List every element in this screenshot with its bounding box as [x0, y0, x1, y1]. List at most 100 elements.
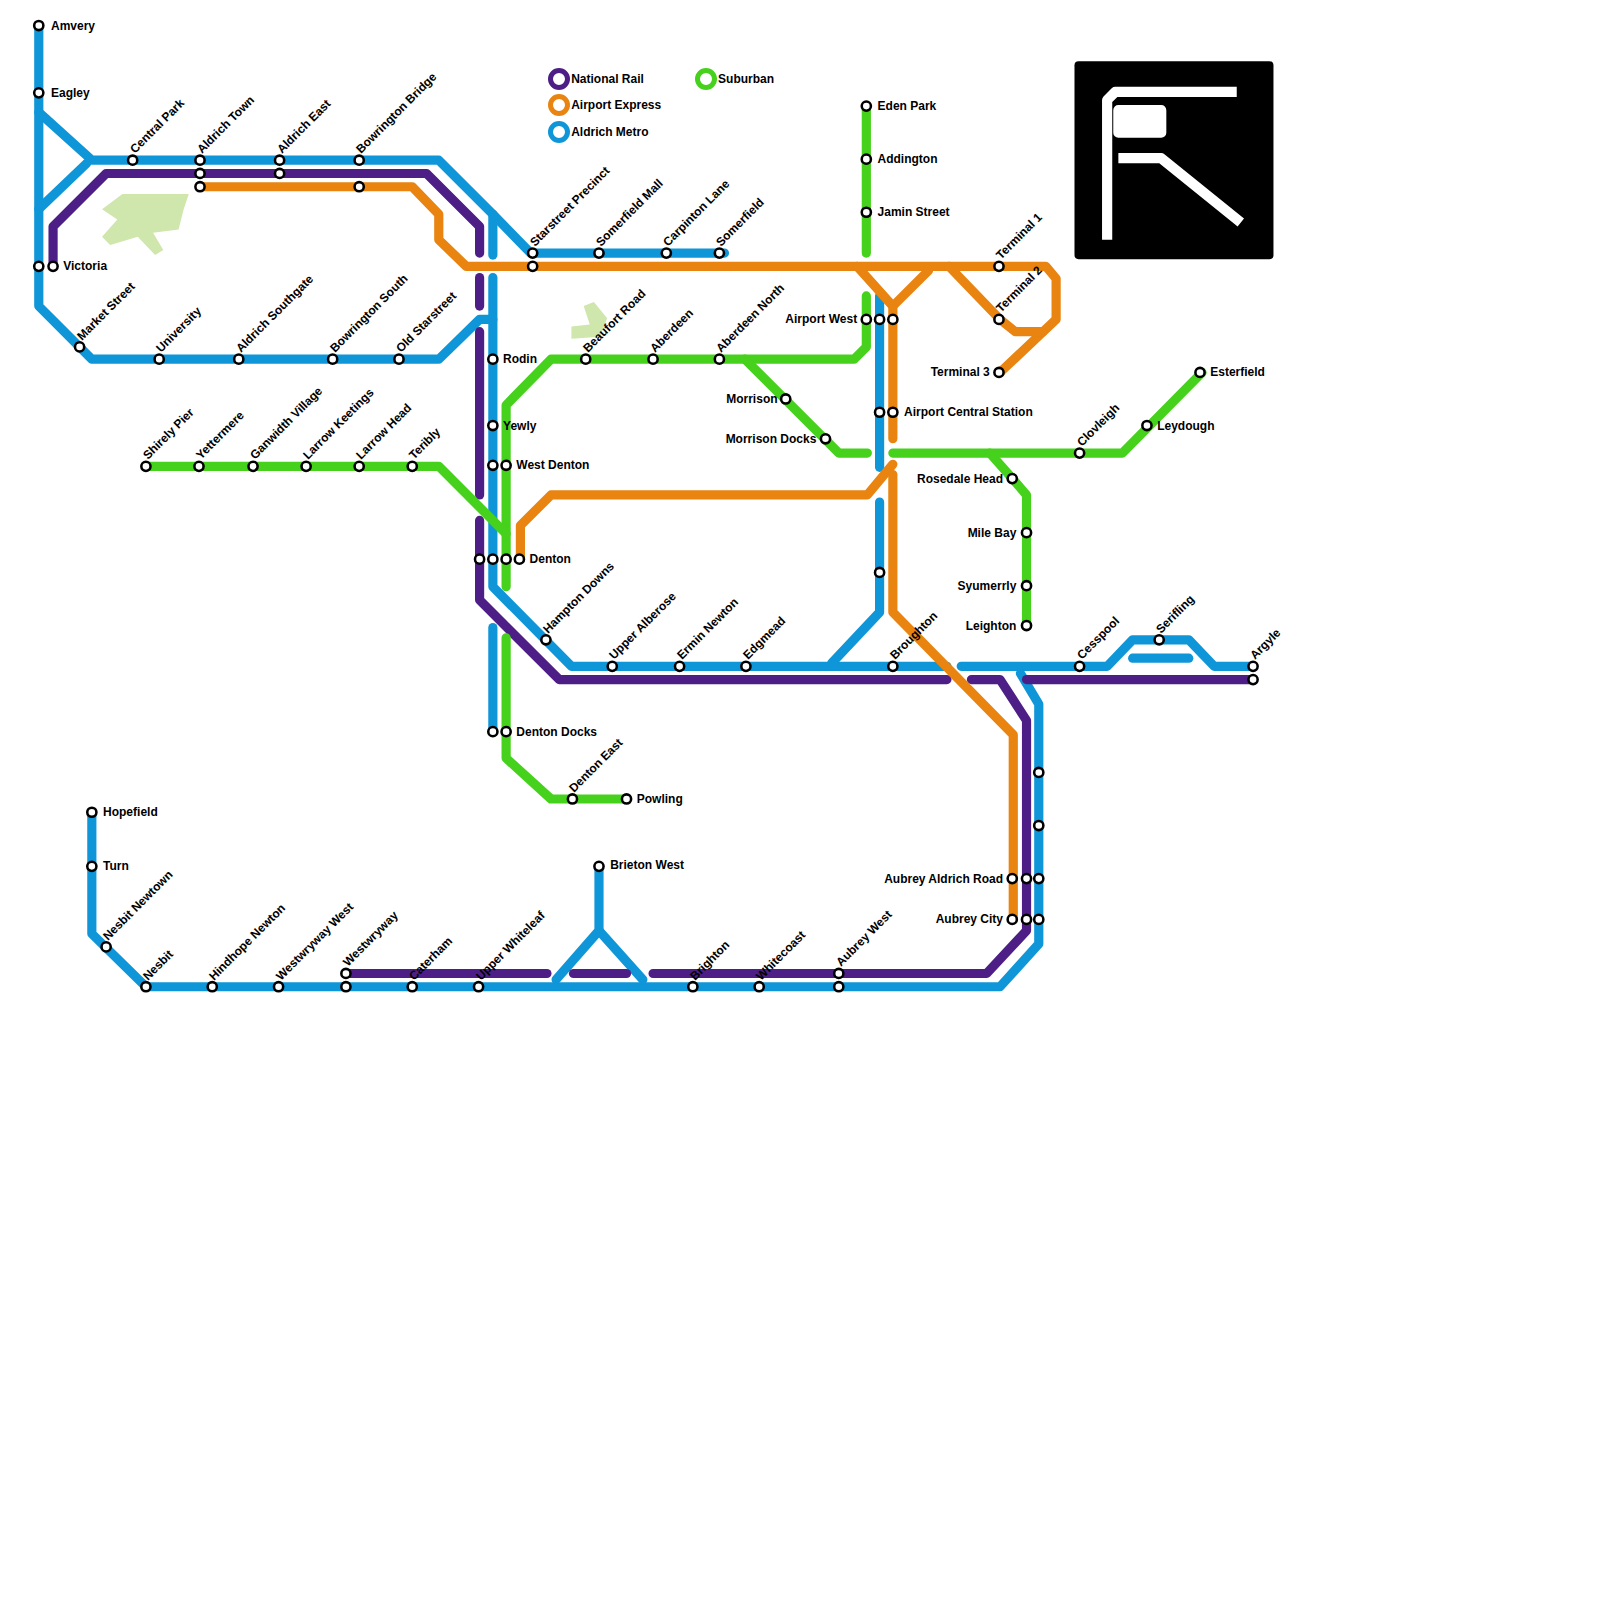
- station-name: Denton Docks: [516, 725, 597, 739]
- station-marker: [622, 794, 631, 803]
- station-marker: [1008, 874, 1017, 883]
- station-name: Airport West: [785, 312, 857, 326]
- suburban-line: [146, 106, 1202, 799]
- station-marker: [394, 355, 403, 364]
- station-name: Victoria: [63, 259, 107, 273]
- station-marker: [1248, 662, 1257, 671]
- station-name: University: [153, 304, 204, 355]
- station-marker: [488, 355, 497, 364]
- station-marker: [515, 555, 524, 564]
- station-marker: [1075, 448, 1084, 457]
- station-marker: [888, 408, 897, 417]
- station-name: Mile Bay: [968, 526, 1017, 540]
- station-name: Somerfield: [713, 195, 767, 249]
- station-name: Turn: [103, 859, 129, 873]
- station-name: Rosedale Head: [917, 472, 1003, 486]
- station-marker: [195, 182, 204, 191]
- station-marker: [502, 555, 511, 564]
- station-name: Nesbit Newtown: [100, 868, 175, 943]
- station-name: Yettermere: [193, 409, 247, 463]
- station-marker: [355, 182, 364, 191]
- station-name: Central Park: [127, 96, 187, 156]
- station-marker: [875, 315, 884, 324]
- station-name: Eden Park: [878, 99, 937, 113]
- station-marker: [34, 88, 43, 97]
- station-marker: [102, 942, 111, 951]
- legend-swatch: [548, 94, 570, 116]
- station-marker: [608, 662, 617, 671]
- station-name: Esterfield: [1210, 365, 1265, 379]
- station-marker: [541, 635, 550, 644]
- station-marker: [875, 568, 884, 577]
- station-marker: [741, 662, 750, 671]
- station-marker: [528, 248, 537, 257]
- station-name: Jamin Street: [878, 205, 950, 219]
- station-marker: [662, 248, 671, 257]
- legend-text: National Rail: [571, 72, 644, 86]
- station-marker: [1008, 915, 1017, 924]
- station-marker: [1034, 821, 1043, 830]
- station-name: Yewly: [503, 419, 536, 433]
- station-marker: [1008, 474, 1017, 483]
- station-name: Aubrey City: [936, 912, 1003, 926]
- station-marker: [141, 462, 150, 471]
- station-name: Argyle: [1247, 626, 1283, 662]
- station-name: Hopefield: [103, 805, 158, 819]
- station-name: Market Street: [74, 279, 138, 343]
- station-marker: [1022, 581, 1031, 590]
- station-name: Aberdeen North: [713, 281, 787, 355]
- station-marker: [328, 355, 337, 364]
- station-marker: [1195, 368, 1204, 377]
- station-marker: [275, 169, 284, 178]
- legend-text: Aldrich Metro: [571, 125, 648, 139]
- station-name: Powling: [637, 792, 683, 806]
- station-name: Westwryway: [340, 909, 401, 970]
- station-name: Denton: [530, 552, 571, 566]
- legend-text: Airport Express: [571, 98, 661, 112]
- station-marker: [594, 248, 603, 257]
- logo: [1074, 61, 1273, 259]
- station-marker: [821, 434, 830, 443]
- station-name: Aldrich Town: [194, 93, 257, 156]
- station-name: Aldrich Southgate: [233, 272, 316, 355]
- metro-line: [39, 26, 1253, 987]
- legend-swatch: [548, 121, 570, 143]
- station-marker: [568, 794, 577, 803]
- station-name: Teribly: [406, 425, 443, 462]
- station-name: Syumerrly: [958, 579, 1017, 593]
- station-marker: [862, 315, 871, 324]
- station-marker: [488, 461, 497, 470]
- station-name: Terminal 3: [931, 365, 990, 379]
- station-marker: [488, 421, 497, 430]
- station-marker: [155, 355, 164, 364]
- station-name: Rodin: [503, 352, 537, 366]
- station-marker: [502, 727, 511, 736]
- station-name: Somerfield Mall: [593, 176, 666, 249]
- station-marker: [834, 969, 843, 978]
- station-marker: [87, 862, 96, 871]
- station-name: Morrison Docks: [726, 432, 817, 446]
- station-marker: [888, 662, 897, 671]
- station-marker: [1155, 635, 1164, 644]
- station-marker: [408, 982, 417, 991]
- station-marker: [834, 982, 843, 991]
- station-marker: [34, 21, 43, 30]
- station-marker: [195, 156, 204, 165]
- station-marker: [888, 315, 897, 324]
- station-marker: [1022, 874, 1031, 883]
- station-marker: [194, 462, 203, 471]
- station-name: Edgmead: [740, 614, 788, 662]
- station-marker: [1034, 874, 1043, 883]
- station-name: Leydough: [1157, 419, 1214, 433]
- station-marker: [781, 394, 790, 403]
- station-marker: [1142, 421, 1151, 430]
- station-marker: [862, 102, 871, 111]
- station-marker: [862, 208, 871, 217]
- station-name: Aldrich East: [274, 97, 333, 156]
- station-marker: [502, 461, 511, 470]
- station-marker: [208, 982, 217, 991]
- station-marker: [355, 156, 364, 165]
- station-markers: [34, 21, 1257, 991]
- station-marker: [488, 727, 497, 736]
- station-marker: [1248, 675, 1257, 684]
